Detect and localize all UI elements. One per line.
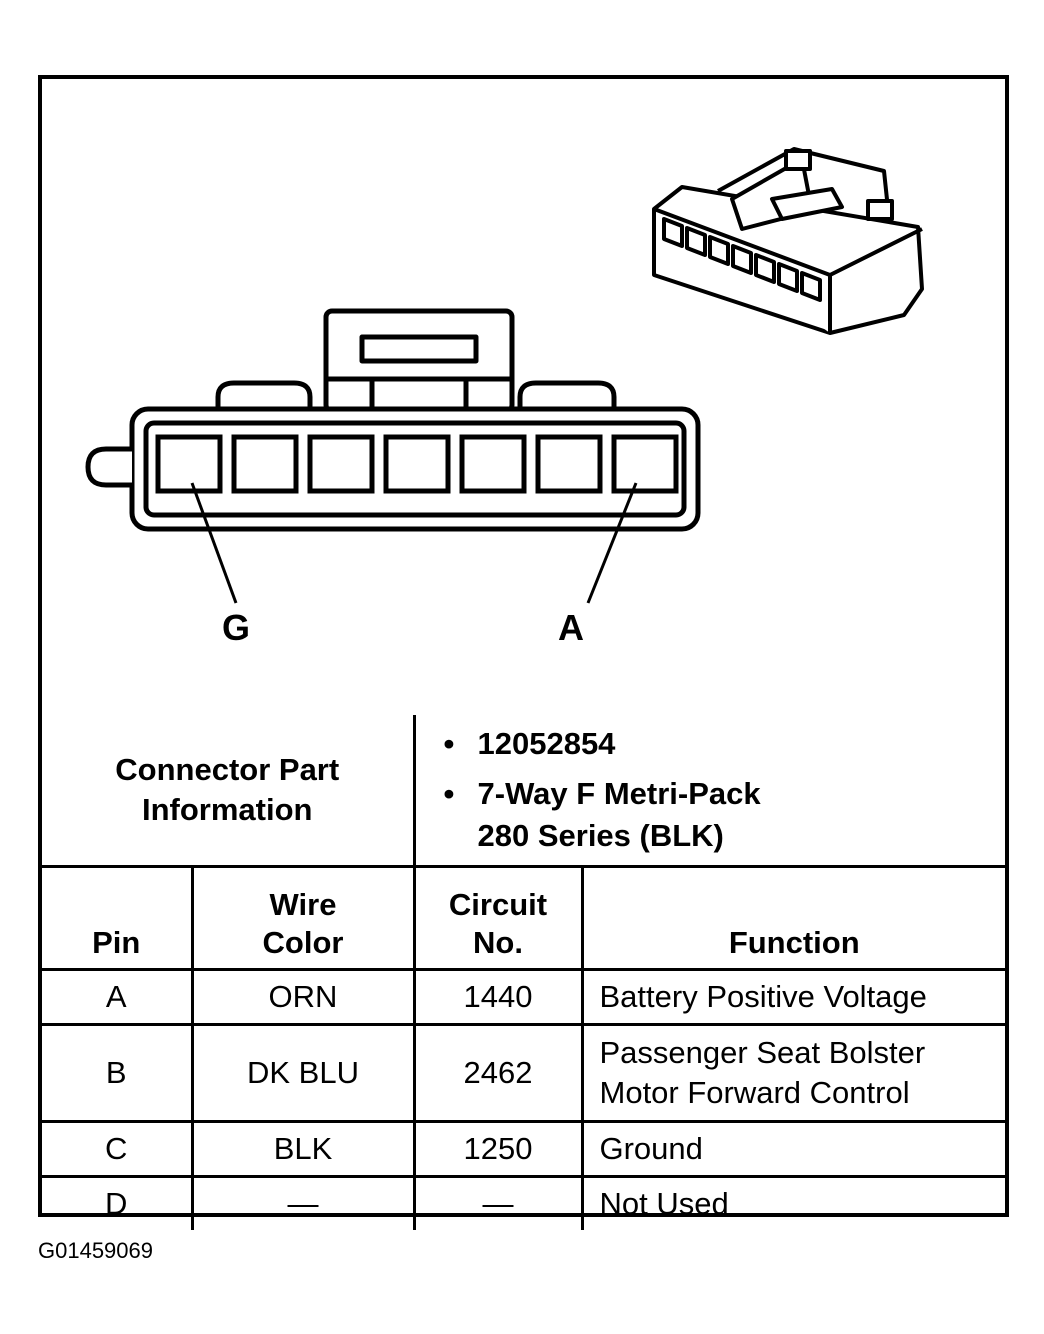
table-row: D — — Not Used <box>42 1175 1005 1230</box>
connector-info-heading: Connector Part Information <box>42 715 416 865</box>
pin-cavity <box>307 434 375 494</box>
cell-pin: A <box>42 968 194 1026</box>
cell-wire: BLK <box>190 1120 416 1178</box>
pin-cavity <box>155 434 223 494</box>
connector-rib-right <box>517 380 617 411</box>
cell-pin: B <box>42 1023 194 1123</box>
cell-circuit: 1250 <box>412 1120 584 1178</box>
cell-wire: ORN <box>190 968 416 1026</box>
latch-slot <box>359 334 479 364</box>
connector-isometric-view <box>652 147 924 335</box>
pin-cavity <box>231 434 299 494</box>
connector-info-details: • 12052854 • 7-Way F Metri-Pack 280 Series… <box>412 715 1005 865</box>
header-wire-line2: Color <box>262 925 344 960</box>
diagram-frame: G A Connector Part Information • 12052854… <box>38 75 1009 1230</box>
cell-function: Ground <box>580 1120 1005 1178</box>
connector-diagram: G A <box>42 79 1005 715</box>
leader-line-g <box>190 482 238 604</box>
table-row: C BLK 1250 Ground <box>42 1120 1005 1178</box>
cell-function: Not Used <box>580 1175 1005 1230</box>
header-circuit-line1: Circuit <box>448 887 548 922</box>
info-title-line2: Information <box>142 792 313 827</box>
cell-circuit: — <box>412 1175 584 1230</box>
bullet-icon: • <box>443 726 455 761</box>
cell-circuit: 2462 <box>412 1023 584 1123</box>
header-wire-line1: Wire <box>269 887 337 922</box>
connector-face-drawing <box>85 147 924 604</box>
connector-rib-left <box>215 380 313 411</box>
pin-label-a: A <box>558 607 584 648</box>
iso-pin-cavity <box>754 253 776 284</box>
bullet-icon: • <box>443 776 455 811</box>
function-line2: Motor Forward Control <box>599 1075 910 1110</box>
cell-circuit: 1440 <box>412 968 584 1026</box>
iso-pin-cavity <box>777 262 799 293</box>
info-title-line1: Connector Part <box>115 752 340 787</box>
function-line1: Battery Positive Voltage <box>599 979 927 1014</box>
function-line1: Ground <box>599 1131 703 1166</box>
cell-wire: DK BLU <box>190 1023 416 1123</box>
leader-line-a <box>586 482 638 604</box>
cell-pin: D <box>42 1175 194 1230</box>
iso-pin-cavity <box>731 244 753 275</box>
pin-cavity <box>383 434 451 494</box>
connector-info-table: Connector Part Information • 12052854 • 7-… <box>42 715 1005 865</box>
cell-function: Battery Positive Voltage <box>580 968 1005 1026</box>
cell-wire: — <box>190 1175 416 1230</box>
connector-tab <box>85 446 132 488</box>
function-line1: Not Used <box>599 1186 729 1221</box>
part-number: 12052854 <box>477 726 616 761</box>
header-function: Function <box>580 866 1005 971</box>
iso-pin-cavity <box>685 226 707 257</box>
function-line1: Passenger Seat Bolster <box>599 1035 926 1070</box>
pin-cavity <box>611 434 679 494</box>
iso-pin-cavity <box>800 271 822 302</box>
iso-pin-cavity <box>662 217 684 248</box>
connector-tables: Connector Part Information • 12052854 • 7-… <box>42 715 1005 1230</box>
iso-pin-cavity <box>708 235 730 266</box>
connector-description-line2: 280 Series (BLK) <box>477 818 724 853</box>
cell-pin: C <box>42 1120 194 1178</box>
table-row: A ORN 1440 Battery Positive Voltage <box>42 968 1005 1026</box>
header-circuit-line2: No. <box>473 925 523 960</box>
connector-description-line1: 7-Way F Metri-Pack <box>477 776 761 811</box>
figure-id: G01459069 <box>38 1238 153 1263</box>
pin-cavity <box>459 434 527 494</box>
pin-cavity <box>535 434 603 494</box>
header-pin: Pin <box>42 866 194 971</box>
pin-label-g: G <box>222 607 251 648</box>
